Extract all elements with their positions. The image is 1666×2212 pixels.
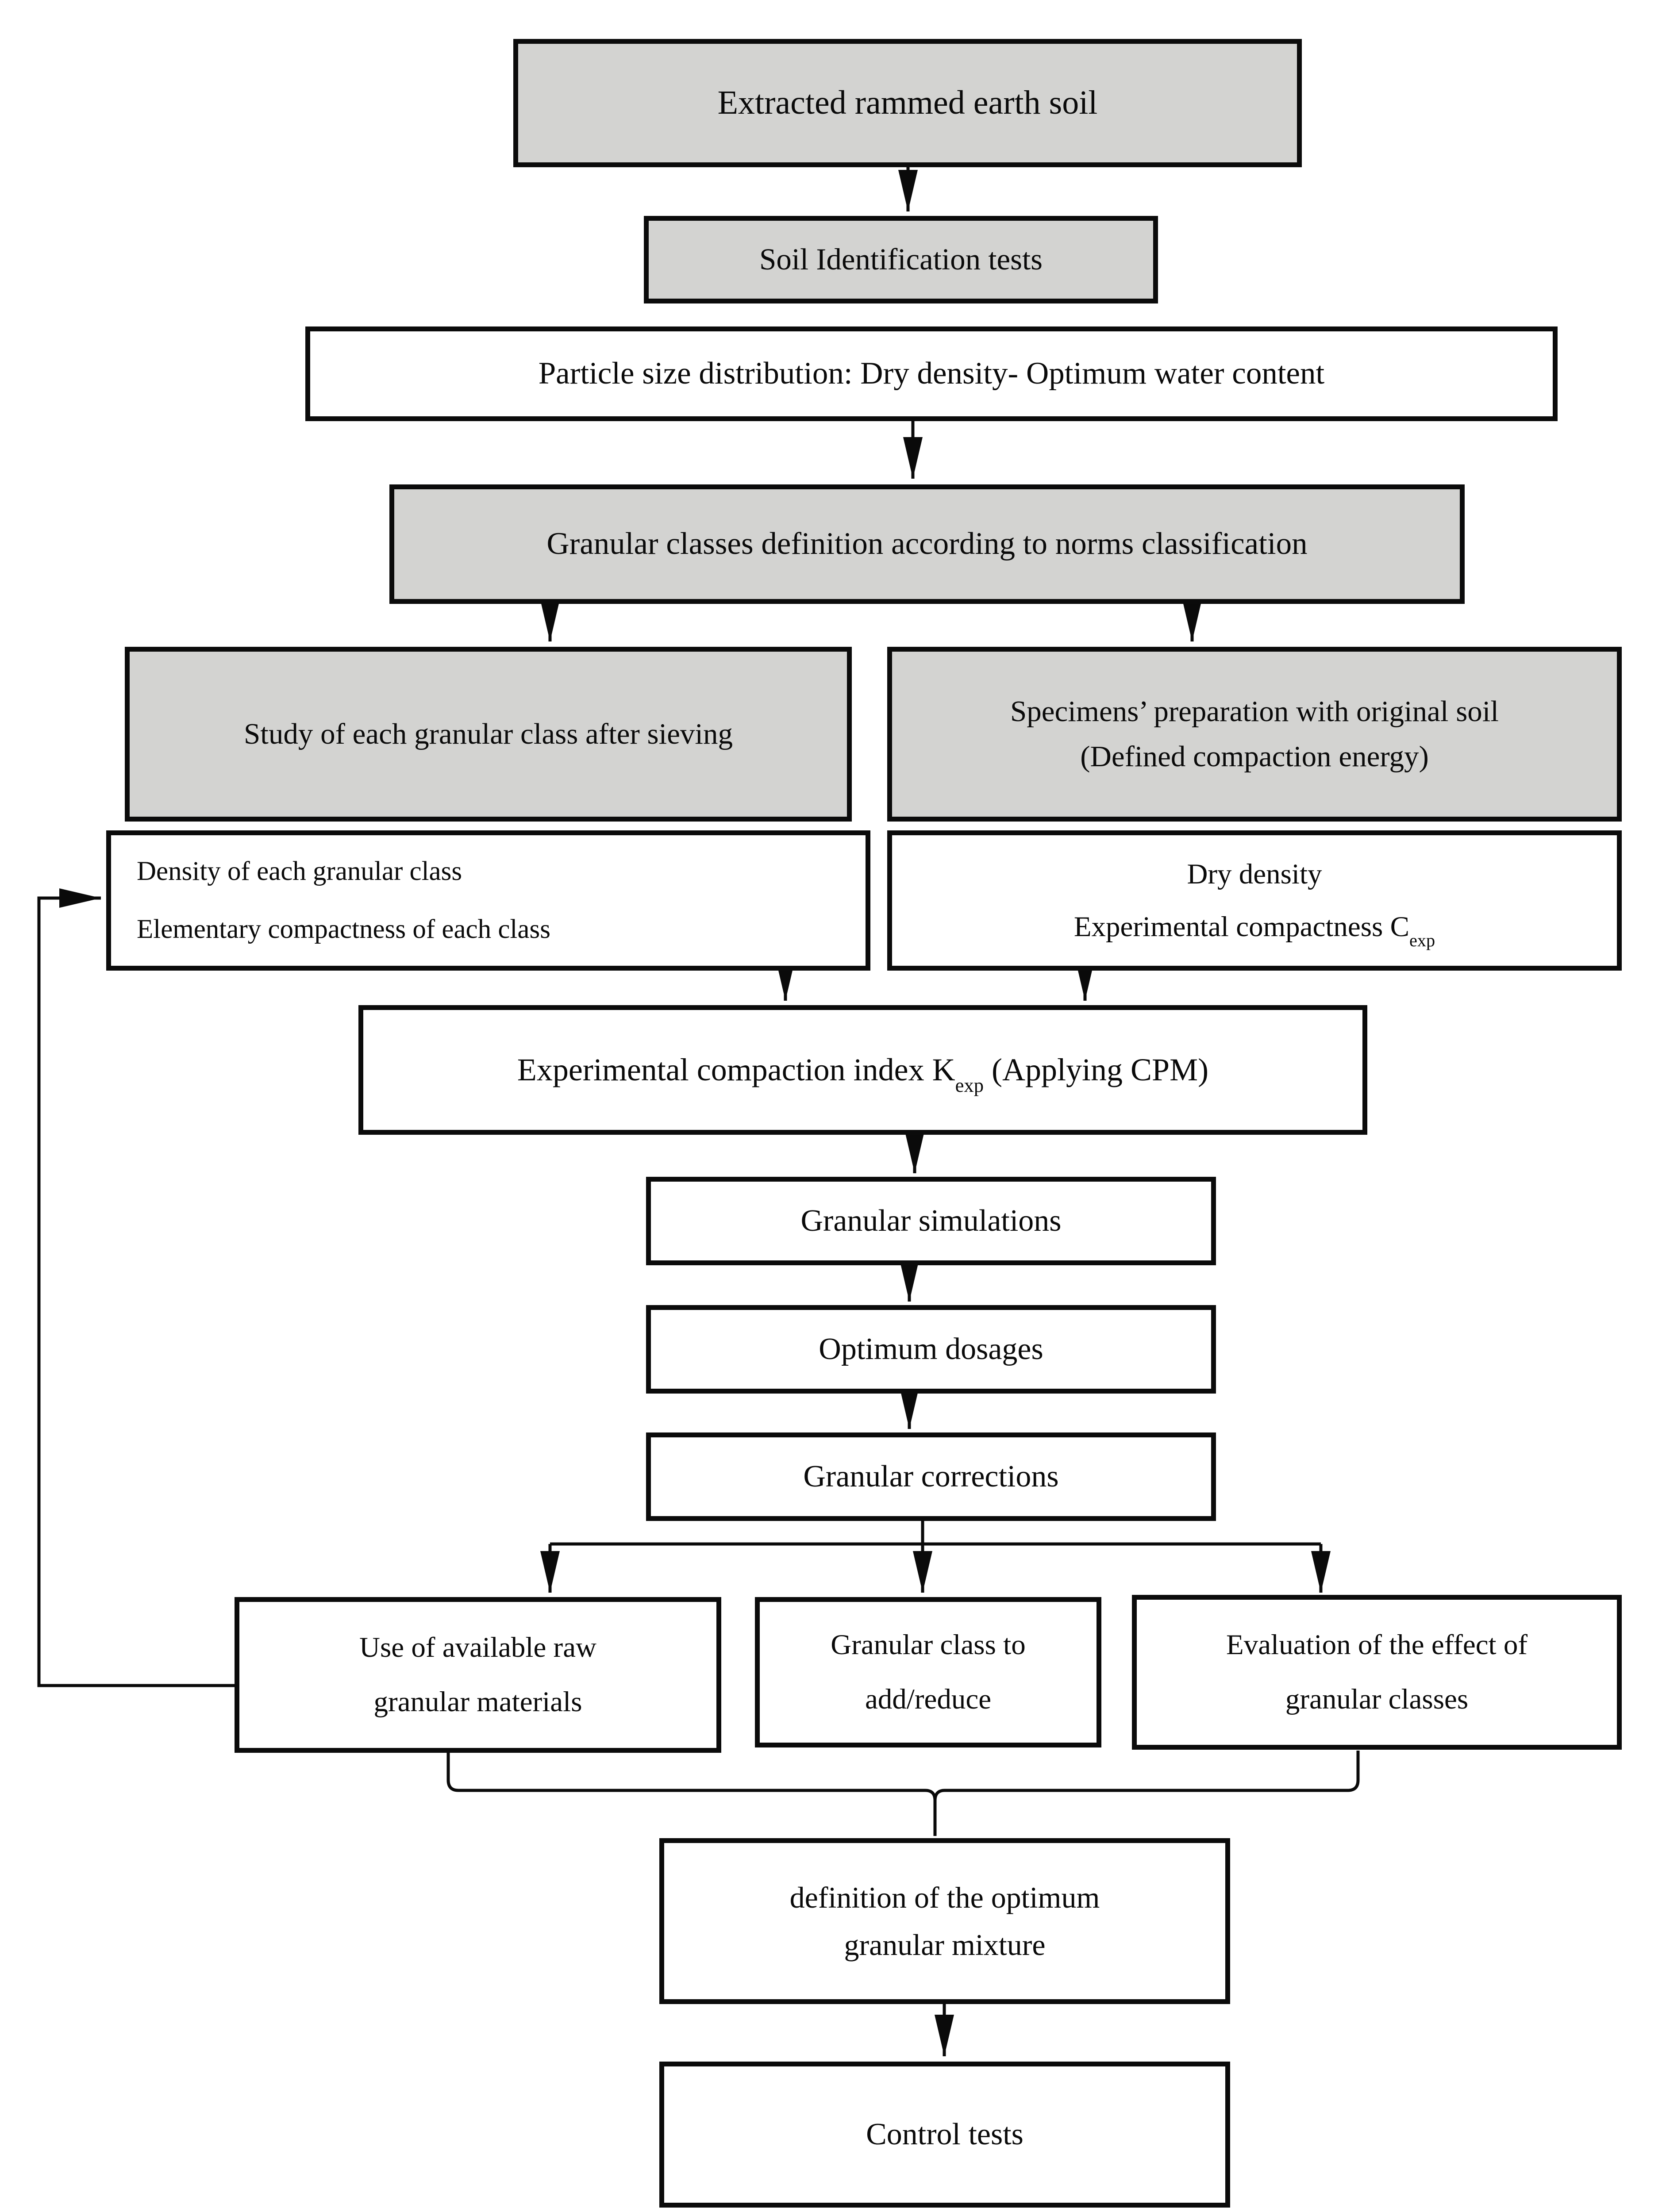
node-extracted-rammed-earth-soil: Extracted rammed earth soil [513,39,1302,167]
node-optimum-dosages: Optimum dosages [646,1305,1216,1394]
node-label-line: Density of each granular class [137,856,462,887]
node-density-each-granular-class: Density of each granular class Elementar… [106,830,870,971]
node-label: Granular classes definition according to… [546,526,1308,561]
node-label-line: Experimental compactness Cexp [1073,910,1435,949]
node-label-line: granular classes [1285,1683,1469,1715]
subscript-exp: exp [1409,930,1435,951]
node-label: Granular corrections [803,1459,1059,1494]
node-particle-size-distribution: Particle size distribution: Dry density-… [305,326,1558,421]
subscript-exp: exp [955,1074,984,1097]
node-label-line: add/reduce [865,1683,992,1715]
node-granular-class-add-reduce: Granular class to add/reduce [755,1597,1101,1747]
node-dry-density-experimental-compactness: Dry density Experimental compactness Cex… [887,830,1622,971]
node-specimens-preparation: Specimens’ preparation with original soi… [887,647,1622,822]
node-label-line: definition of the optimum [789,1881,1100,1915]
node-label: Particle size distribution: Dry density-… [538,356,1325,391]
node-evaluation-effect-granular-classes: Evaluation of the effect of granular cla… [1132,1595,1622,1750]
node-experimental-compaction-index: Experimental compaction index Kexp (Appl… [358,1005,1367,1135]
node-granular-classes-definition: Granular classes definition according to… [389,484,1465,604]
node-label: Extracted rammed earth soil [717,84,1098,122]
node-label: Optimum dosages [819,1332,1043,1366]
node-label-line: Dry density [1187,858,1322,890]
node-label-line: Elementary compactness of each class [137,914,550,944]
node-granular-simulations: Granular simulations [646,1177,1216,1265]
node-label-line: granular materials [373,1686,582,1718]
node-soil-identification-tests: Soil Identification tests [644,216,1158,303]
merge-brace [446,1751,1360,1836]
node-label: Granular simulations [800,1203,1062,1238]
node-label: Soil Identification tests [759,242,1043,276]
node-control-tests: Control tests [659,2062,1230,2208]
node-label: Control tests [866,2117,1023,2151]
node-label-line: Granular class to [831,1629,1026,1661]
node-label-line: Use of available raw [359,1632,596,1664]
node-label-line: (Defined compaction energy) [1080,740,1429,773]
node-label: Experimental compaction index Kexp (Appl… [517,1052,1209,1095]
node-definition-optimum-granular-mixture: definition of the optimum granular mixtu… [659,1838,1230,2004]
text-part: Experimental compactness C [1073,910,1409,943]
node-label-line: Specimens’ preparation with original soi… [1010,695,1499,728]
text-part: Experimental compaction index K [517,1052,955,1088]
node-granular-corrections: Granular corrections [646,1432,1216,1521]
node-study-granular-class-sieving: Study of each granular class after sievi… [125,647,852,822]
node-use-available-raw-materials: Use of available raw granular materials [235,1597,721,1753]
node-label-line: Evaluation of the effect of [1226,1629,1527,1661]
node-label: Study of each granular class after sievi… [243,717,733,750]
node-label-line: granular mixture [844,1928,1046,1962]
text-part: (Applying CPM) [984,1052,1209,1088]
distributor-line [550,1521,1321,1546]
feedback-loop-line [37,888,235,1687]
